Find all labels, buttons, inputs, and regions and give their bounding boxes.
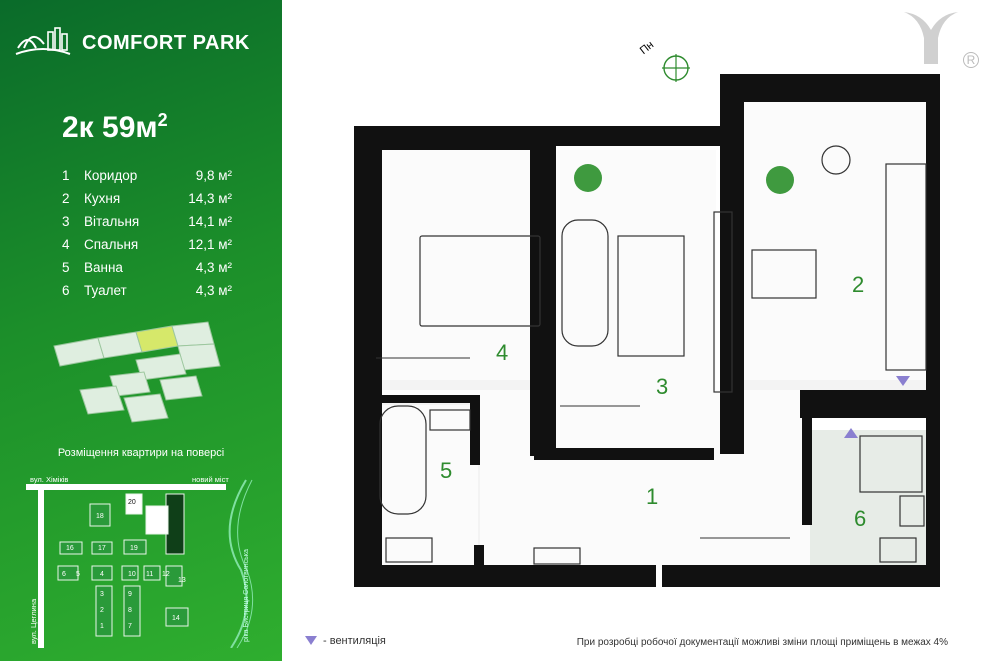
legend-text: - вентиляція: [323, 635, 386, 647]
svg-text:4: 4: [100, 571, 104, 578]
room-number-label: 2: [852, 272, 864, 297]
brand: COMFORT PARK: [14, 26, 250, 60]
street-label: вул. Цеглина: [29, 598, 38, 644]
svg-text:5: 5: [76, 571, 80, 578]
registered-icon: R: [963, 52, 979, 68]
svg-text:6: 6: [62, 571, 66, 578]
street-label: вул. Хіміків: [30, 475, 68, 484]
room-number-label: 4: [496, 340, 508, 365]
ventilation-icon: [305, 636, 317, 645]
developer-logo-icon: [904, 12, 958, 64]
room-number-label: 3: [656, 374, 668, 399]
toilet-floor: [810, 430, 928, 568]
room-number-label: 6: [854, 506, 866, 531]
bridge-label: новий міст: [192, 475, 229, 484]
svg-text:18: 18: [96, 513, 104, 520]
compass-label: Пн: [637, 38, 657, 58]
park-logo-icon: [15, 27, 71, 55]
svg-text:13: 13: [178, 577, 186, 584]
placement-caption: Розміщення квартири на поверсі: [57, 447, 225, 459]
svg-text:19: 19: [130, 545, 138, 552]
room-number-label: 5: [440, 458, 452, 483]
floor-plan: 1 2 3 4 5 6: [354, 74, 940, 587]
legend: - вентиляція: [305, 635, 386, 647]
svg-text:12: 12: [162, 571, 170, 578]
svg-text:17: 17: [98, 545, 106, 552]
brand-name: COMFORT PARK: [82, 31, 250, 54]
svg-text:8: 8: [128, 607, 132, 614]
north-compass-icon: [656, 44, 696, 89]
svg-text:9: 9: [128, 591, 132, 598]
svg-text:11: 11: [146, 571, 153, 578]
room-number-label: 1: [646, 484, 658, 509]
svg-text:7: 7: [128, 623, 132, 630]
svg-text:2: 2: [100, 607, 104, 614]
floor-block-diagram: [53, 321, 221, 423]
svg-text:16: 16: [66, 545, 74, 552]
site-map: вул. Хіміків новий міст вул. Цеглина рік…: [26, 475, 254, 648]
disclaimer-note: При розробці робочої документації можлив…: [576, 637, 948, 648]
svg-text:1: 1: [100, 623, 104, 630]
svg-text:20: 20: [128, 499, 136, 506]
apartment-title: 2к 59м2: [62, 110, 168, 144]
svg-text:10: 10: [128, 571, 136, 578]
svg-text:3: 3: [100, 591, 104, 598]
river-label: ріка Бистриця Солотвинська: [242, 549, 250, 642]
svg-text:14: 14: [172, 615, 180, 622]
